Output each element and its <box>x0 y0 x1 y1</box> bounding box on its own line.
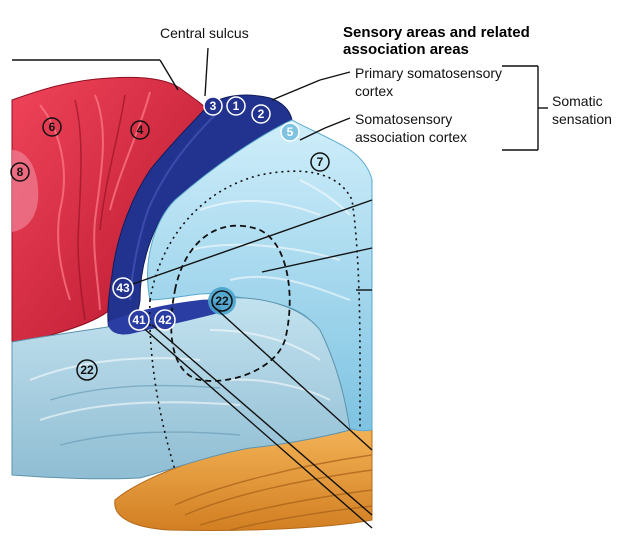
primary-somatosensory-label: Primary somatosensory <box>355 65 502 81</box>
area-41-label: 41 <box>132 313 146 327</box>
area-43-label: 43 <box>116 281 130 295</box>
area-1-label: 1 <box>233 99 240 113</box>
area-5-label: 5 <box>287 125 294 139</box>
association-cortex-label: Somatosensory <box>355 111 452 127</box>
area-2-label: 2 <box>258 107 265 121</box>
area-22-top-label: 22 <box>215 294 229 308</box>
area-22-bottom-label: 22 <box>80 363 94 377</box>
header-line-2: association areas <box>343 41 469 58</box>
somatic-sensation-label: Somatic <box>552 93 603 109</box>
area-7-label: 7 <box>317 155 324 169</box>
primary-somatosensory-label-2: cortex <box>355 83 393 99</box>
area-3-label: 3 <box>210 99 217 113</box>
somatic-sensation-label-2: sensation <box>552 111 612 127</box>
primary-somatosensory-region <box>107 94 293 336</box>
somatic-bracket <box>502 65 548 151</box>
leader-lines <box>12 47 373 529</box>
central-sulcus-label: Central sulcus <box>160 25 249 41</box>
area-8-label: 8 <box>17 165 24 179</box>
area-42-label: 42 <box>158 313 172 327</box>
association-cortex-label-2: association cortex <box>355 129 467 145</box>
area-4-label: 4 <box>137 123 144 137</box>
dashed-outline <box>170 224 291 382</box>
header-line-1: Sensory areas and related <box>343 24 530 41</box>
area-6-label: 6 <box>49 120 56 134</box>
area-markers: 3 1 2 5 7 6 4 8 43 41 42 22 22 <box>10 96 330 381</box>
